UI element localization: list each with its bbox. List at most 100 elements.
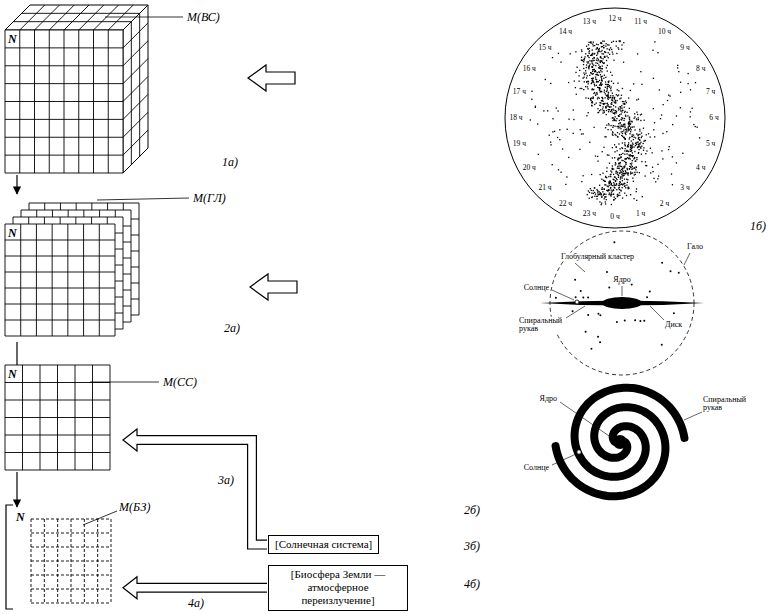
star-dot [592,69,593,70]
star-dot [600,42,601,43]
star-dot [636,119,637,120]
star-dot [604,196,605,197]
star-dot [638,149,639,150]
star-dot [637,114,638,115]
star-dot [608,176,609,177]
star-dot [604,181,605,182]
star-dot [621,117,622,118]
star-dot [597,58,598,59]
hour-label: 11 ч [634,18,647,26]
star-dot [594,196,595,197]
star-dot [611,111,612,112]
star-dot [589,53,590,54]
star-dot [657,178,658,179]
star-dot [625,138,626,139]
star-dot [598,112,599,113]
hour-label: 10 ч [658,28,671,36]
star-dot [607,94,608,95]
star-dot [589,65,590,66]
star-dot [677,65,678,66]
star-dot [614,144,615,145]
star-dot [588,42,589,43]
star-dot [588,44,589,45]
star-dot [638,143,639,144]
star-dot [621,184,622,185]
star-dot [608,97,609,98]
star-dot [653,78,654,79]
star-dot [630,146,631,147]
star-dot [603,188,604,189]
star-dot [597,196,598,197]
star-dot [631,162,632,163]
star-dot [587,88,588,89]
star-dot [619,189,620,190]
star-dot [621,111,622,112]
star-dot [608,44,609,45]
star-dot [618,158,619,159]
star-dot [599,80,600,81]
star-dot [634,174,635,175]
star-dot [640,146,641,147]
star-dot [641,161,642,162]
star-dot [612,97,613,98]
star-dot [592,58,593,59]
sun-dot [575,300,579,304]
star-dot [588,66,589,67]
star-dot [595,193,596,194]
star-dot [607,97,608,98]
bracket [6,505,13,609]
star-dot [619,126,620,127]
star-dot [628,122,629,123]
star-dot [612,190,613,191]
star-dot [634,168,635,169]
star-dot [619,98,620,99]
star-dot [638,144,639,145]
star-dot [630,154,631,155]
star-dot [627,115,628,116]
star-dot [644,175,645,176]
star-dot [688,73,689,74]
star-dot [601,78,602,79]
star-dot [622,133,623,134]
star-dot [604,184,605,185]
star-dot [590,100,591,101]
star-dot [593,93,594,94]
star-dot [640,120,641,121]
star-dot [619,195,620,196]
star-dot [599,48,600,49]
star-dot [618,108,619,109]
set-label: M(БЗ) [119,501,150,513]
star-dot [596,189,597,190]
star-dot [617,172,618,173]
axis-letter: N [16,511,25,523]
star-dot [604,56,605,57]
star-dot [639,172,640,173]
globular-cluster [639,320,641,322]
star-dot [604,136,605,137]
star-dot [590,42,591,43]
star-dot [622,168,623,169]
star-dot [609,182,610,183]
star-dot [604,51,605,52]
grid-line [108,5,133,30]
star-dots [530,40,701,205]
star-dot [623,171,624,172]
star-dot [641,153,642,154]
star-dot [632,156,633,157]
grid-line [31,561,111,562]
grid-line [35,5,60,30]
star-dot [617,196,618,197]
star-dot [609,192,610,193]
grid-line [5,320,115,321]
star-dot [595,74,596,75]
star-dot [620,166,621,167]
leader-lines [650,306,664,320]
star-dot [641,114,642,115]
star-dot [600,57,601,58]
star-dot [584,81,585,82]
star-dot [599,50,600,51]
grid-line [31,575,111,576]
star-dot [592,80,593,81]
star-dot [604,198,605,199]
star-dot [617,95,618,96]
